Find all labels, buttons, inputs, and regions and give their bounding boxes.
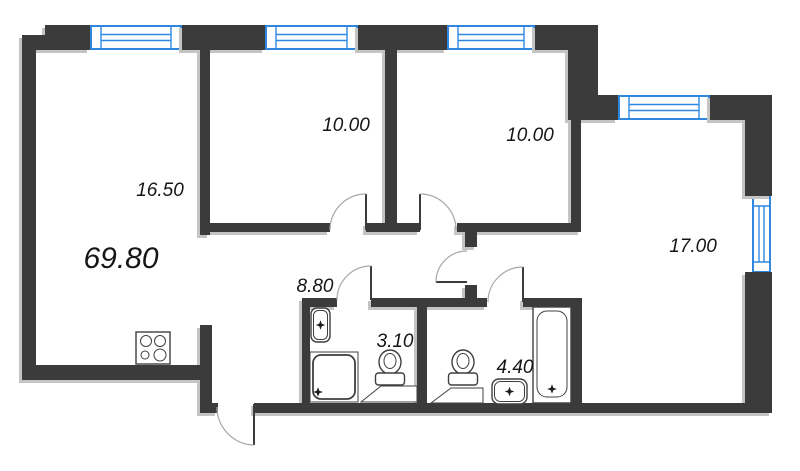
wall-bath-right <box>571 298 582 403</box>
stove-icon <box>135 331 171 365</box>
wall-corridor-c <box>457 223 580 232</box>
wall-bath-divider <box>417 298 427 403</box>
wall-bath-top-c <box>427 298 487 307</box>
labels-layer: 69.80 16.50 10.00 10.00 17.00 8.80 3.10 … <box>83 115 717 378</box>
wall-right-b <box>745 272 772 413</box>
window-icon <box>752 195 771 273</box>
wall-bath-left <box>302 307 310 403</box>
wall-bottom <box>254 403 772 413</box>
wall-living-bottom <box>22 365 212 380</box>
room-area-label-room3: 17.00 <box>669 236 717 257</box>
wall-bath-top-b <box>371 298 417 307</box>
room-area-label-room1: 10.00 <box>322 115 370 136</box>
wall-right-a <box>745 95 772 196</box>
wall-upper-right-a <box>598 95 618 120</box>
door-swing-icon <box>329 193 367 231</box>
entry-door-swing-icon <box>216 404 255 446</box>
window-icon <box>447 25 535 50</box>
wall-top-a <box>45 25 90 50</box>
toilet-icon <box>374 349 406 386</box>
wall-stub-lower <box>465 285 477 298</box>
walls-layer <box>22 25 772 413</box>
sink-icon <box>310 307 331 343</box>
door-swing-icon <box>435 250 468 283</box>
wall-stub-upper <box>465 232 477 247</box>
wall-corridor-a <box>205 223 330 232</box>
windows-layer <box>90 25 771 273</box>
room-area-label-living: 16.50 <box>136 180 184 201</box>
door-swing-icon <box>336 265 372 301</box>
wall-upper-right-b <box>710 95 745 120</box>
window-icon <box>90 25 182 50</box>
door-swing-icon <box>487 266 524 303</box>
wall-top-c <box>358 25 447 50</box>
wall-bath-top-a <box>302 298 337 307</box>
wall-top-b <box>182 25 265 50</box>
sink-icon <box>491 378 528 405</box>
wall-entry-step <box>200 325 212 413</box>
wall-divider-room1-room2 <box>385 50 397 232</box>
toilet-icon <box>447 349 479 386</box>
counter-icon <box>359 385 418 403</box>
wall-step-top-right <box>568 25 598 120</box>
doors-layer <box>216 193 524 446</box>
wall-bath-top-d <box>523 298 580 307</box>
wall-entry-foot <box>200 403 218 413</box>
bathtub-icon <box>532 306 572 404</box>
door-swing-icon <box>419 193 457 231</box>
window-icon <box>265 25 358 50</box>
room-area-label-bathroom1: 3.10 <box>377 331 414 352</box>
counter-icon <box>429 387 484 404</box>
room-area-label-room2: 10.00 <box>506 125 554 146</box>
shower-icon <box>309 351 359 403</box>
wall-divider-room2-room3 <box>571 120 581 232</box>
room-area-label-hallway: 8.80 <box>297 276 334 297</box>
wall-divider-living-room1 <box>200 50 210 235</box>
fixtures-layer <box>135 306 572 405</box>
room-area-label-bathroom2: 4.40 <box>497 357 534 378</box>
wall-corridor-b <box>366 223 420 232</box>
total-area-label: 69.80 <box>83 242 158 275</box>
wall-left <box>22 35 36 380</box>
window-icon <box>618 95 710 120</box>
